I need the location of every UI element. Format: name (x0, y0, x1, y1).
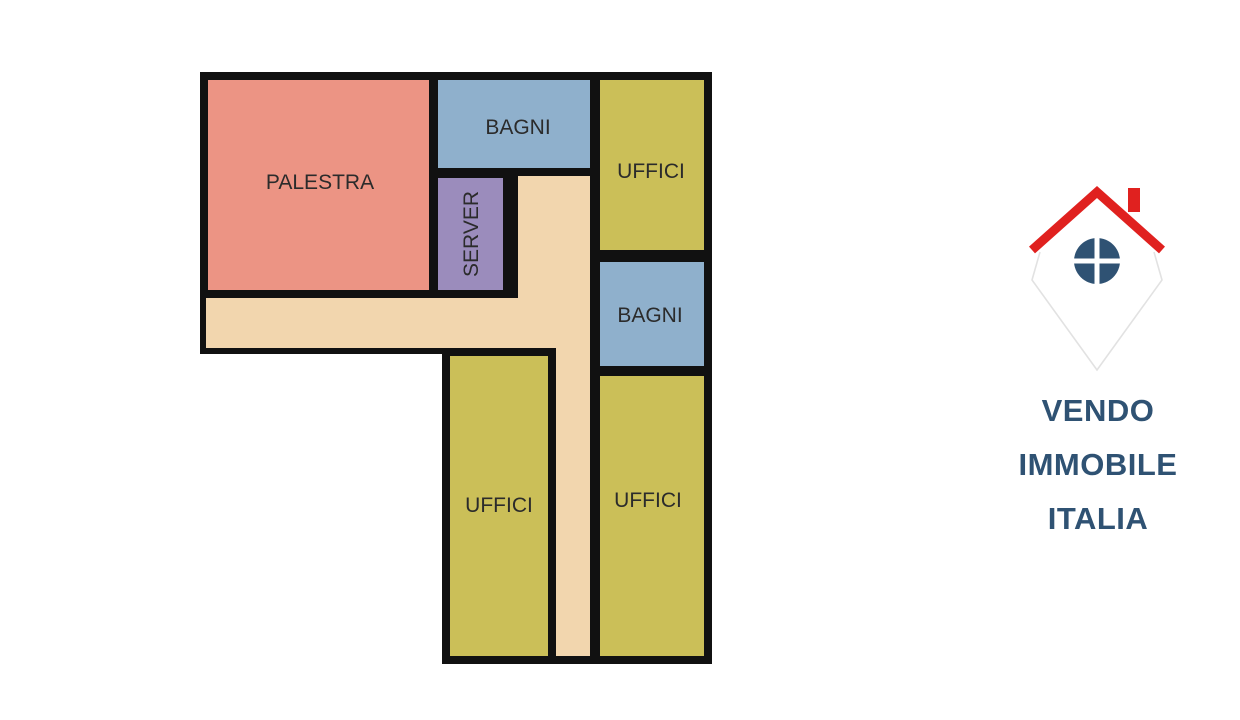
brand-name: VENDO IMMOBILE ITALIA (990, 384, 1206, 546)
room-bagni-top (438, 80, 590, 168)
roof-icon (1029, 185, 1165, 254)
label-bagni-top: BAGNI (485, 116, 550, 139)
brand-line-3: ITALIA (1047, 501, 1149, 536)
room-palestra (208, 80, 429, 290)
label-uffici-top-right: UFFICI (617, 160, 685, 183)
room-server (438, 178, 503, 290)
label-uffici-bottom-right: UFFICI (614, 489, 682, 512)
pin-outline (1031, 251, 1163, 372)
corridor (206, 176, 590, 656)
room-uffici-bottom-right (600, 376, 704, 656)
brand-line-2: IMMOBILE (1018, 447, 1178, 482)
label-palestra: PALESTRA (266, 171, 374, 194)
room-bagni-right (600, 262, 704, 366)
label-uffici-bottom-left: UFFICI (465, 494, 533, 517)
room-uffici-bottom-left (450, 356, 548, 656)
house-pin-logo-icon (1029, 185, 1165, 372)
label-server: SERVER (460, 191, 483, 277)
brand-line-1: VENDO (1041, 393, 1155, 428)
label-bagni-right: BAGNI (617, 304, 682, 327)
chimney-icon (1128, 188, 1140, 212)
room-uffici-top-right (600, 80, 704, 250)
